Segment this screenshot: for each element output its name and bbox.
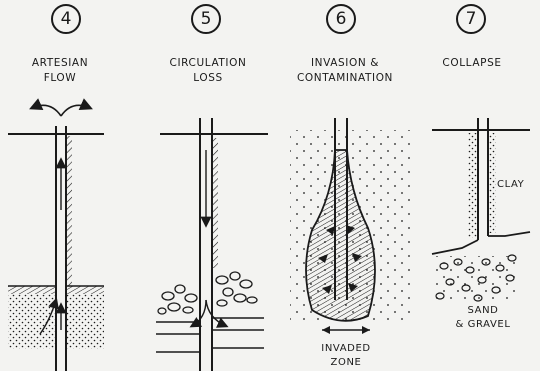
casing-hatch — [212, 138, 218, 268]
panel-6-number: 6 — [326, 4, 356, 34]
clay-wall-left — [468, 133, 478, 238]
panel-6-drawing — [290, 118, 410, 334]
panel-4-caption-line2: FLOW — [20, 71, 100, 86]
panel-7-number: 7 — [456, 4, 486, 34]
panel-6-caption-line1: INVASION & — [290, 56, 400, 71]
casing-hatch — [66, 136, 72, 286]
clay-base — [432, 232, 530, 254]
overflow-arrow-left — [32, 105, 61, 116]
panel-4-caption: ARTESIAN FLOW — [20, 56, 100, 86]
aquifer-right — [66, 294, 104, 349]
panel-5-caption: CIRCULATION LOSS — [160, 56, 256, 86]
sand-gravel-label-line2: & GRAVEL — [446, 318, 520, 332]
confining-layer-left — [8, 286, 56, 294]
invaded-zone-label-line1: INVADED — [310, 342, 382, 356]
sand-gravel-label: SAND & GRAVEL — [446, 304, 520, 332]
panel-5-caption-line2: LOSS — [160, 71, 256, 86]
panel-7-drawing — [432, 118, 530, 304]
panel-7-caption-line1: COLLAPSE — [430, 56, 514, 71]
clay-wall-right — [488, 133, 496, 233]
invaded-zone-label-line2: ZONE — [310, 356, 382, 370]
invaded-zone-label: INVADED ZONE — [310, 342, 382, 370]
sand-gravel-label-line1: SAND — [446, 304, 520, 318]
panel-6-caption: INVASION & CONTAMINATION — [290, 56, 400, 86]
panel-5-caption-line1: CIRCULATION — [160, 56, 256, 71]
panel-7-caption: COLLAPSE — [430, 56, 514, 71]
panel-4-caption-line1: ARTESIAN — [20, 56, 100, 71]
aquifer-left — [8, 294, 56, 349]
panel-5-drawing — [156, 118, 268, 371]
overflow-arrow-right — [61, 105, 90, 116]
panel-6-caption-line2: CONTAMINATION — [290, 71, 400, 86]
loss-arrow-right — [206, 300, 226, 326]
panel-5-number: 5 — [191, 4, 221, 34]
confining-layer-right — [66, 286, 104, 294]
clay-label: CLAY — [497, 178, 524, 192]
panel-4-drawing — [8, 105, 104, 371]
panel-4-number: 4 — [51, 4, 81, 34]
